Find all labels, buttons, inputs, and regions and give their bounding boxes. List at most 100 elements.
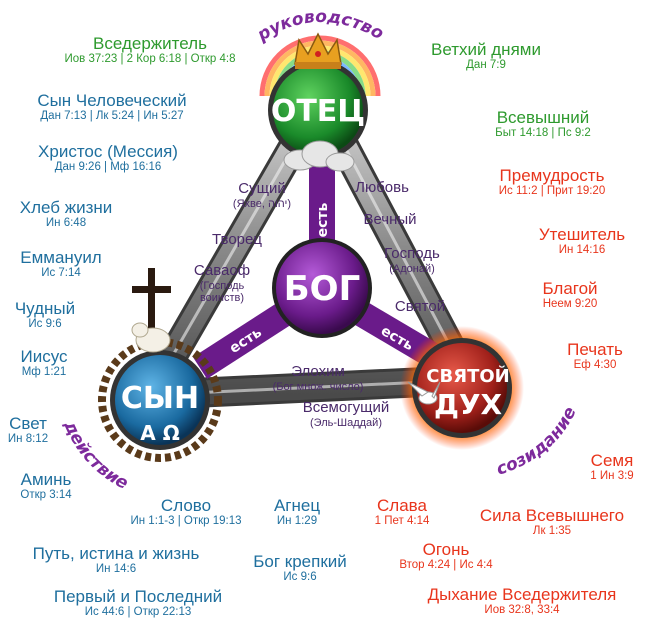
son-name-item: Слово Ин 1:1-3 | Откр 19:13 (130, 496, 241, 528)
inner-name: Творец (212, 231, 262, 249)
father-name-item: Всевышний Быт 14:18 | Пс 9:2 (495, 108, 591, 140)
reference-text: Ин 1:29 (276, 515, 318, 528)
reference-text: Дан 9:26 | Мф 16:16 (54, 161, 162, 174)
inner-name-text: Саваоф (193, 262, 251, 279)
son-name-item: Сын Человеческий Дан 7:13 | Лк 5:24 | Ин… (37, 91, 186, 123)
spirit-circle (417, 343, 507, 433)
name-text: Иисус (20, 347, 68, 366)
reference-text: Ис 11:2 | Прит 19:20 (498, 185, 606, 198)
name-text: Ветхий днями (431, 40, 541, 59)
spirit-name-item: Огонь Втор 4:24 | Ис 4:4 (399, 540, 492, 572)
god-label: БОГ (284, 269, 360, 309)
reference-text: 1 Ин 3:9 (590, 470, 634, 483)
reference-text: Ин 8:12 (7, 433, 49, 446)
reference-text: Втор 4:24 | Ис 4:4 (399, 559, 493, 572)
name-text: Сила Всевышнего (479, 506, 625, 525)
son-name-item: Свет Ин 8:12 (8, 414, 48, 446)
name-text: Печать (567, 340, 623, 359)
inner-name-text: Всемогущий (302, 399, 390, 416)
inner-name-text: Святой (394, 298, 446, 315)
name-text: Дыхание Вседержителя (427, 585, 617, 604)
cloud-icon (283, 140, 355, 172)
father-label: ОТЕЦ (271, 94, 365, 129)
son-circle (115, 355, 205, 445)
son-name-item: Путь, истина и жизнь Ин 14:6 (33, 544, 200, 576)
reference-text: Ин 14:16 (558, 244, 606, 257)
reference-text: Еф 4:30 (573, 359, 617, 372)
son-name-item: Христос (Мессия) Дан 9:26 | Мф 16:16 (38, 142, 178, 174)
inner-name-text: Элохим (291, 363, 345, 380)
reference-text: Иов 32:8, 33:4 (484, 604, 560, 617)
son-name-item: Агнец Ин 1:29 (274, 496, 320, 528)
spirit-label-line2: ДУХ (434, 388, 503, 421)
inner-name: Вечный (363, 211, 417, 229)
reference-text: Мф 1:21 (21, 366, 67, 379)
inner-name-text: Вечный (363, 211, 417, 228)
inner-name-sub: (Бог множ. число) (272, 380, 364, 393)
father-name-item: Ветхий днями Дан 7:9 (431, 40, 541, 72)
lamb-icon (131, 322, 171, 353)
is-top: есть (315, 202, 331, 237)
son-label: СЫН (121, 381, 199, 416)
name-text: Премудрость (499, 166, 605, 185)
name-text: Хлеб жизни (19, 198, 113, 217)
inner-name: Элохим (Бог множ. число) (272, 363, 364, 393)
name-text: Всевышний (496, 108, 590, 127)
inner-name-text: Творец (212, 231, 262, 248)
inner-name-text: Господь (384, 245, 440, 262)
reference-text: Быт 14:18 | Пс 9:2 (495, 127, 591, 140)
reference-text: Ис 7:14 (41, 267, 81, 280)
name-text: Свет (9, 414, 47, 433)
reference-text: Откр 3:14 (20, 489, 72, 502)
father-name-item: Вседержитель Иов 37:23 | 2 Кор 6:18 | От… (65, 34, 236, 66)
son-name-item: Первый и Последний Ис 44:6 | Откр 22:13 (54, 587, 222, 619)
inner-name: Святой (394, 298, 446, 316)
inner-name: Любовь (355, 179, 409, 197)
alpha-omega-icon: Α Ω (140, 421, 179, 445)
name-text: Утешитель (538, 225, 626, 244)
inner-name: Господь (Адонай) (384, 245, 440, 275)
father-circle (273, 65, 363, 155)
spirit-name-item: Дыхание Вседержителя Иов 32:8, 33:4 (428, 585, 617, 617)
inner-name: Всемогущий (Эль-Шаддай) (302, 399, 390, 429)
name-text: Аминь (20, 470, 72, 489)
son-name-item: Хлеб жизни Ин 6:48 (20, 198, 113, 230)
name-text: Семя (590, 451, 634, 470)
name-text: Чудный (14, 299, 76, 318)
name-text: Агнец (273, 496, 321, 515)
name-text: Благой (542, 279, 598, 298)
name-text: Вседержитель (93, 34, 207, 53)
name-text: Первый и Последний (53, 587, 223, 606)
spirit-name-item: Печать Еф 4:30 (567, 340, 623, 372)
son-name-item: Чудный Ис 9:6 (15, 299, 75, 331)
reference-text: Неем 9:20 (542, 298, 598, 311)
inner-name-text: Сущий (238, 180, 286, 197)
spirit-name-item: Слава 1 Пет 4:14 (375, 496, 430, 528)
name-text: Бог крепкий (253, 552, 347, 571)
reference-text: Ин 1:1-3 | Откр 19:13 (130, 515, 242, 528)
inner-name: Сущий (Яхве, יהוה) (232, 180, 292, 210)
reference-text: Дан 7:13 | Лк 5:24 | Ин 5:27 (40, 110, 184, 123)
inner-name-sub: (Яхве, יהוה) (232, 197, 292, 210)
name-text: Путь, истина и жизнь (32, 544, 200, 563)
reference-text: Ис 9:6 (283, 571, 317, 584)
is-not-bottom: это не (290, 453, 345, 474)
spirit-name-item: Благой Неем 9:20 (542, 279, 597, 311)
spirit-label-line1: СВЯТОЙ (426, 365, 509, 387)
name-text: Христос (Мессия) (38, 142, 178, 161)
is-not-right: это не (445, 198, 487, 253)
spirit-name-item: Утешитель Ин 14:16 (539, 225, 625, 257)
ring (135, 85, 483, 410)
inner-name-sub: (Эль-Шаддай) (310, 416, 382, 429)
reference-text: Лк 1:35 (532, 525, 572, 538)
cross-icon (132, 268, 171, 348)
name-text: Слава (377, 496, 427, 515)
reference-text: Ин 6:48 (45, 217, 87, 230)
inner-name-sub: (Адонай) (389, 262, 435, 275)
spirit-name-item: Сила Всевышнего Лк 1:35 (480, 506, 624, 538)
name-text: Огонь (422, 540, 470, 559)
crown-icon (294, 32, 342, 69)
name-text: Слово (160, 496, 212, 515)
son-name-item: Иисус Мф 1:21 (20, 347, 67, 379)
